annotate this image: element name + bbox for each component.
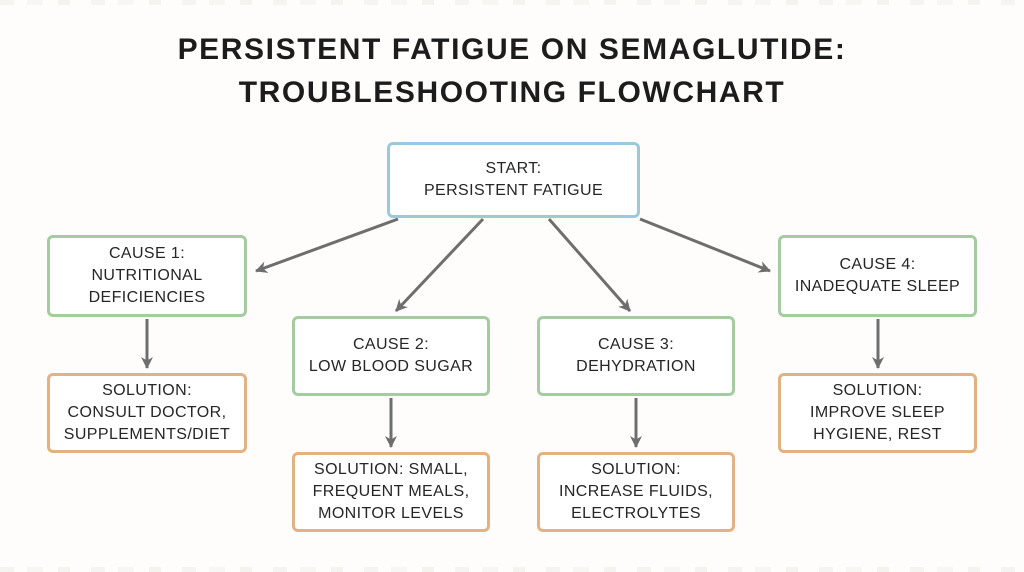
page-title-line2: TROUBLESHOOTING FLOWCHART: [238, 76, 786, 110]
solution4-line1: SOLUTION:: [832, 381, 923, 399]
arrow-start-to-cause3: [547, 218, 632, 312]
arrow-start-to-cause1: [255, 217, 399, 273]
arrow-start-to-cause4: [639, 217, 771, 273]
solution1-node: SOLUTION: CONSULT DOCTOR, SUPPLEMENTS/DI…: [47, 373, 247, 453]
solution2-line1: SOLUTION: SMALL,: [314, 460, 468, 478]
solution2-line2: FREQUENT MEALS,: [312, 482, 470, 500]
solution2-line3: MONITOR LEVELS: [318, 505, 464, 523]
cause3-node: CAUSE 3: DEHYDRATION: [537, 316, 735, 396]
page-title: PERSISTENT FATIGUE ON SEMAGLUTIDE: TROUB…: [0, 28, 1024, 114]
cause3-line2: DEHYDRATION: [576, 358, 696, 375]
cause1-line2: NUTRITIONAL: [91, 266, 203, 284]
solution1-line3: SUPPLEMENTS/DIET: [63, 426, 231, 444]
cause2-node: CAUSE 2: LOW BLOOD SUGAR: [292, 316, 490, 396]
solution4-node: SOLUTION: IMPROVE SLEEP HYGIENE, REST: [778, 373, 977, 453]
cause2-line2: LOW BLOOD SUGAR: [308, 358, 474, 375]
arrow-start-to-cause2: [394, 217, 485, 313]
solution4-line3: HYGIENE, REST: [813, 426, 942, 444]
cause4-node: CAUSE 4: INADEQUATE SLEEP: [778, 235, 977, 317]
page-title-line1: PERSISTENT FATIGUE ON SEMAGLUTIDE:: [177, 33, 847, 66]
solution1-line2: CONSULT DOCTOR,: [67, 403, 227, 421]
solution3-line2: INCREASE FLUIDS,: [559, 482, 713, 500]
cause1-node: CAUSE 1: NUTRITIONAL DEFICIENCIES: [47, 235, 247, 317]
cause1-line1: CAUSE 1:: [108, 244, 186, 262]
solution1-line1: SOLUTION:: [102, 381, 192, 399]
cause2-line1: CAUSE 2:: [352, 335, 430, 353]
start-node-line2: PERSISTENT FATIGUE: [423, 182, 604, 199]
solution3-node: SOLUTION: INCREASE FLUIDS, ELECTROLYTES: [537, 452, 735, 532]
start-node-line1: START:: [485, 159, 542, 177]
bottom-edge-artifact: [0, 567, 1024, 572]
solution2-node: SOLUTION: SMALL, FREQUENT MEALS, MONITOR…: [292, 452, 490, 532]
cause1-line3: DEFICIENCIES: [88, 289, 206, 307]
start-node: START: PERSISTENT FATIGUE: [387, 142, 640, 218]
solution4-line2: IMPROVE SLEEP: [809, 403, 946, 421]
top-edge-artifact: [0, 0, 1024, 5]
cause4-line1: CAUSE 4:: [839, 255, 916, 273]
cause3-line1: CAUSE 3:: [597, 335, 675, 353]
solution3-line3: ELECTROLYTES: [571, 505, 701, 523]
cause4-line2: INADEQUATE SLEEP: [794, 278, 961, 295]
solution3-line1: SOLUTION:: [591, 460, 681, 478]
